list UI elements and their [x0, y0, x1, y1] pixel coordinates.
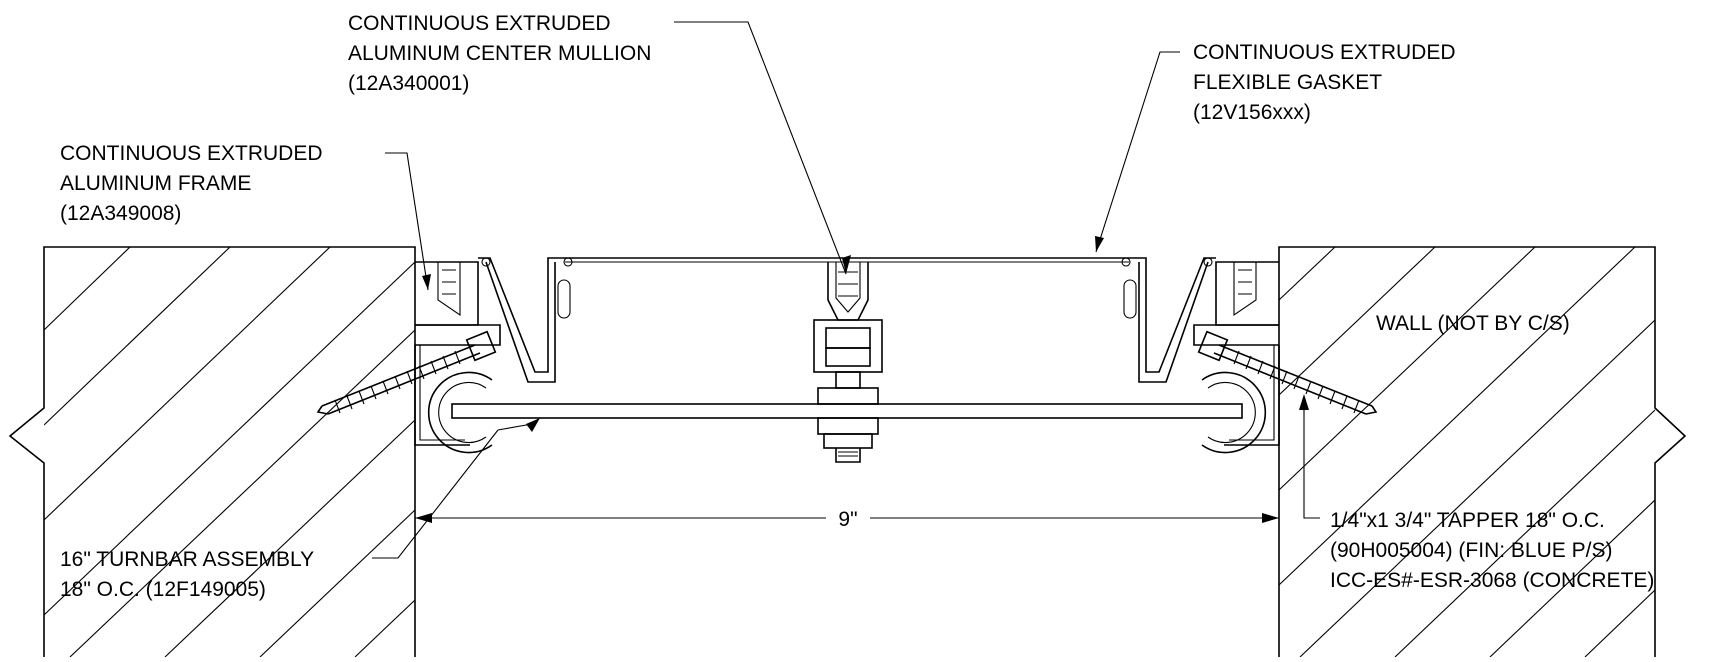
label-mullion-line1: CONTINUOUS EXTRUDED	[348, 12, 611, 35]
label-mullion-line2: ALUMINUM CENTER MULLION	[348, 42, 651, 65]
label-turnbar-line2: 18" O.C. (12F149005)	[60, 578, 266, 601]
label-wall-text: WALL (NOT BY C/S)	[1376, 312, 1570, 335]
label-tapper-line3: ICC-ES#-ESR-3068 (CONCRETE)	[1330, 569, 1654, 592]
label-wall: WALL (NOT BY C/S)	[1376, 312, 1570, 335]
label-mullion: CONTINUOUS EXTRUDED ALUMINUM CENTER MULL…	[348, 12, 851, 275]
right-wall	[1278, 246, 1687, 657]
label-frame-line1: CONTINUOUS EXTRUDED	[60, 142, 323, 165]
right-tapper-screw	[1197, 330, 1378, 415]
turnbar	[451, 403, 1243, 419]
left-tapper-screw	[316, 330, 497, 415]
label-gasket-line1: CONTINUOUS EXTRUDED	[1193, 41, 1456, 64]
right-turnbar-bearing	[1201, 371, 1267, 454]
center-mullion	[813, 262, 883, 463]
label-gasket-line3: (12V156xxx)	[1193, 101, 1311, 124]
label-tapper: 1/4"x1 3/4" TAPPER 18" O.C. (90H005004) …	[1299, 394, 1654, 592]
label-tapper-line2: (90H005004) (FIN: BLUE P/S)	[1330, 539, 1612, 562]
right-aluminum-frame	[1134, 257, 1280, 446]
dimension-label: 9"	[838, 508, 857, 531]
label-frame-line2: ALUMINUM FRAME	[60, 172, 251, 195]
label-frame: CONTINUOUS EXTRUDED ALUMINUM FRAME (12A3…	[60, 142, 431, 291]
left-wall	[8, 246, 416, 657]
label-mullion-line3: (12A340001)	[348, 72, 469, 95]
left-turnbar-bearing	[427, 371, 493, 454]
label-tapper-line1: 1/4"x1 3/4" TAPPER 18" O.C.	[1330, 509, 1605, 532]
label-gasket-line2: FLEXIBLE GASKET	[1193, 71, 1382, 94]
label-gasket: CONTINUOUS EXTRUDED FLEXIBLE GASKET (12V…	[1095, 41, 1456, 253]
label-turnbar-line1: 16" TURNBAR ASSEMBLY	[60, 548, 314, 571]
label-turnbar: 16" TURNBAR ASSEMBLY 18" O.C. (12F149005…	[60, 418, 540, 601]
label-frame-line3: (12A349008)	[60, 202, 181, 225]
dimension-line: 9"	[415, 508, 1279, 531]
left-aluminum-frame	[414, 257, 560, 446]
